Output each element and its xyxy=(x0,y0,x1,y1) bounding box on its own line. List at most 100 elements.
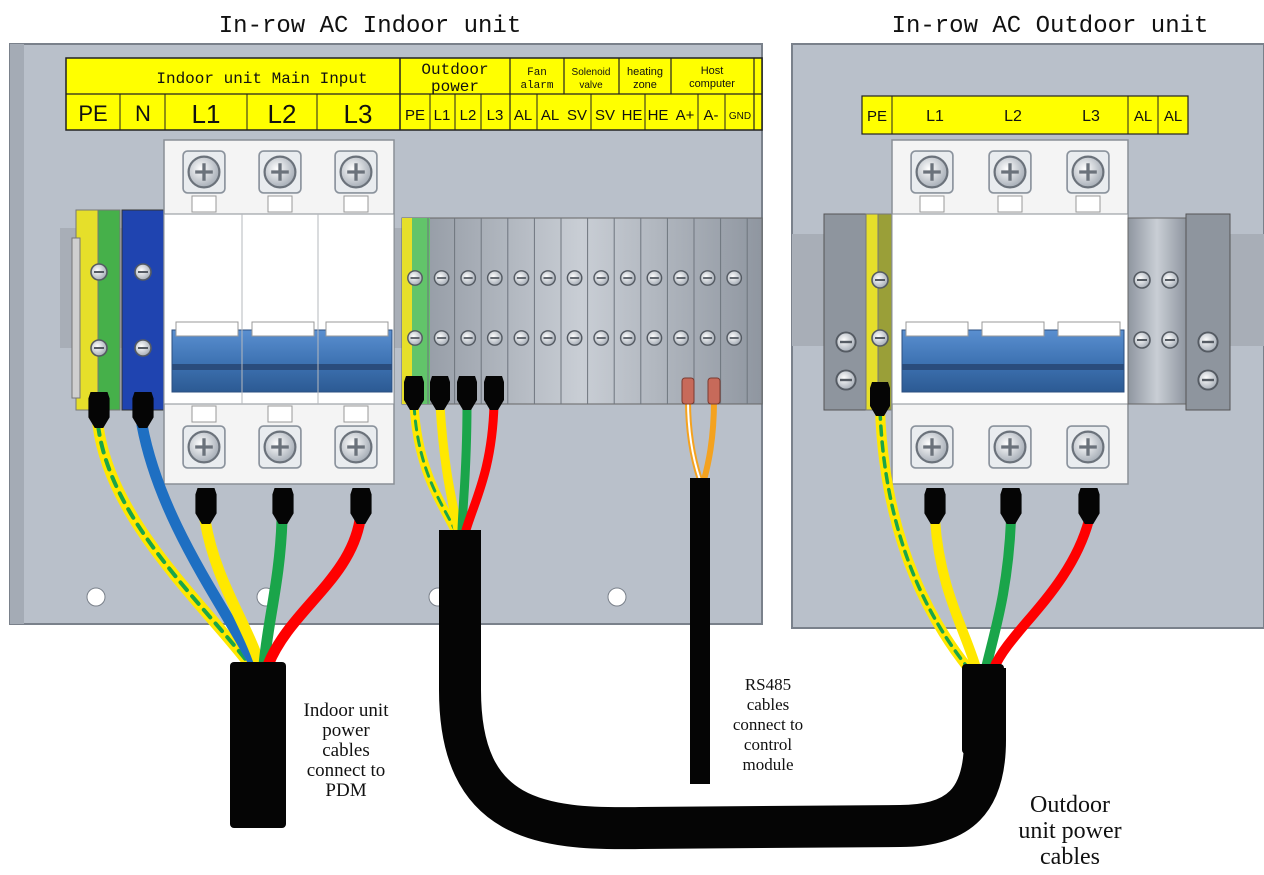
outdoor-al-terminals xyxy=(1127,217,1187,405)
small-label-pe: PE xyxy=(405,107,425,124)
outdoor-label-al-1: AL xyxy=(1134,108,1152,125)
outdoor-power-header-2: power xyxy=(431,78,479,96)
panel-hole xyxy=(607,587,627,607)
outdoor-label-strip: PE L1 L2 L3 AL AL xyxy=(861,95,1189,135)
outdoor-power-cable-jacket xyxy=(962,664,1004,754)
outdoor-power-wires-indoor-side xyxy=(409,400,499,535)
outdoor-power-note-line-3: cables xyxy=(1040,844,1100,870)
outdoor-label-l3: L3 xyxy=(1082,108,1100,125)
indoor-panel-edge xyxy=(10,44,24,624)
rs485-note-line-1: RS485 xyxy=(745,675,791,694)
panel-hole xyxy=(86,587,106,607)
small-label-he-2: HE xyxy=(648,107,669,124)
outdoor-power-note-line-1: Outdoor xyxy=(1030,792,1110,818)
terminal-screw xyxy=(646,269,663,287)
main-input-header: Indoor unit Main Input xyxy=(156,70,367,88)
small-label-a-plus: A+ xyxy=(676,107,695,124)
small-label-al-1: AL xyxy=(514,107,532,124)
rs485-note-line-4: control xyxy=(744,735,792,754)
outdoor-label-l1: L1 xyxy=(926,108,944,125)
rs485-note: RS485 cables connect to control module xyxy=(733,675,803,774)
small-label-l3: L3 xyxy=(487,107,504,124)
rs485-wires xyxy=(685,399,717,481)
small-label-he-1: HE xyxy=(622,107,643,124)
indoor-label-strip: Indoor unit Main Input Outdoor power Fan… xyxy=(65,57,763,131)
terminal-screw xyxy=(513,329,530,347)
terminal-screw xyxy=(433,329,450,347)
terminal-screw xyxy=(486,329,503,347)
small-label-sv-2: SV xyxy=(595,107,615,124)
host-header-1: Host xyxy=(701,65,724,77)
terminal-screw xyxy=(566,329,583,347)
terminal-screw xyxy=(406,329,424,347)
indoor-power-note-line-4: connect to xyxy=(307,760,386,781)
rs485-ferrule-2 xyxy=(707,377,721,405)
outdoor-power-note-line-2: unit power xyxy=(1018,818,1121,844)
terminal-screw xyxy=(672,269,690,287)
indoor-power-note-line-1: Indoor unit xyxy=(304,700,390,721)
terminal-screw xyxy=(539,329,557,347)
outdoor-pe-terminal xyxy=(865,213,893,411)
terminal-screw xyxy=(566,269,583,287)
terminal-screw xyxy=(433,269,450,287)
main-n-terminal xyxy=(121,209,165,411)
terminal-screw xyxy=(460,269,477,287)
host-header-2: computer xyxy=(689,78,735,90)
heating-header-1: heating xyxy=(627,66,663,78)
indoor-unit-title: In-row AC Indoor unit xyxy=(219,13,521,40)
outdoor-power-wires-outdoor-side xyxy=(875,405,1094,673)
indoor-power-note-line-5: PDM xyxy=(325,780,366,801)
fan-alarm-header-2: alarm xyxy=(520,80,553,92)
solenoid-header-2: valve xyxy=(579,80,603,91)
terminal-screw xyxy=(672,329,690,347)
outdoor-breaker xyxy=(891,139,1129,485)
heating-header-2: zone xyxy=(633,79,657,91)
small-label-l1: L1 xyxy=(434,107,451,124)
terminal-screw xyxy=(593,269,610,287)
indoor-power-wires xyxy=(92,419,366,671)
rs485-cable xyxy=(690,478,710,784)
terminal-screw xyxy=(539,269,557,287)
indoor-terminal-row xyxy=(401,217,763,405)
main-label-pe: PE xyxy=(78,101,107,126)
indoor-power-note-line-3: cables xyxy=(322,740,369,761)
outdoor-unit-title: In-row AC Outdoor unit xyxy=(892,13,1209,40)
indoor-main-breaker xyxy=(163,139,395,485)
terminal-screw xyxy=(486,269,503,287)
terminal-screw xyxy=(593,329,610,347)
outdoor-end-stopper-left xyxy=(823,213,869,411)
indoor-power-note: Indoor unit power cables connect to PDM xyxy=(304,700,390,801)
terminal-screw xyxy=(619,329,636,347)
outdoor-label-al-2: AL xyxy=(1164,108,1182,125)
fan-alarm-header-1: Fan xyxy=(527,67,547,79)
terminal-screw xyxy=(460,329,477,347)
small-label-gnd: GND xyxy=(729,111,751,122)
terminal-screw xyxy=(513,269,530,287)
outdoor-label-pe: PE xyxy=(867,108,887,125)
rs485-ferrule-1 xyxy=(681,377,695,405)
terminal-screw xyxy=(699,329,716,347)
main-label-l1: L1 xyxy=(192,99,221,129)
rs485-note-line-2: cables xyxy=(747,695,789,714)
outdoor-end-stopper-right xyxy=(1185,213,1231,411)
rs485-note-line-5: module xyxy=(743,755,794,774)
outdoor-label-l2: L2 xyxy=(1004,108,1022,125)
outdoor-power-header-1: Outdoor xyxy=(421,61,488,79)
rs485-note-line-3: connect to xyxy=(733,715,803,734)
terminal-screw xyxy=(726,269,743,287)
terminal-screw xyxy=(699,269,716,287)
terminal-screw xyxy=(619,269,636,287)
small-label-al-2: AL xyxy=(541,107,559,124)
outdoor-power-cable xyxy=(439,530,1006,850)
terminal-screw xyxy=(726,329,743,347)
small-label-a-minus: A- xyxy=(704,107,719,124)
terminal-screw xyxy=(646,329,663,347)
small-label-sv-1: SV xyxy=(567,107,587,124)
outdoor-power-note: Outdoor unit power cables xyxy=(1018,792,1121,870)
main-label-n: N xyxy=(135,101,151,126)
indoor-power-note-line-2: power xyxy=(322,720,370,741)
small-label-l2: L2 xyxy=(460,107,477,124)
indoor-power-cable xyxy=(230,662,286,828)
main-label-l2: L2 xyxy=(268,99,297,129)
